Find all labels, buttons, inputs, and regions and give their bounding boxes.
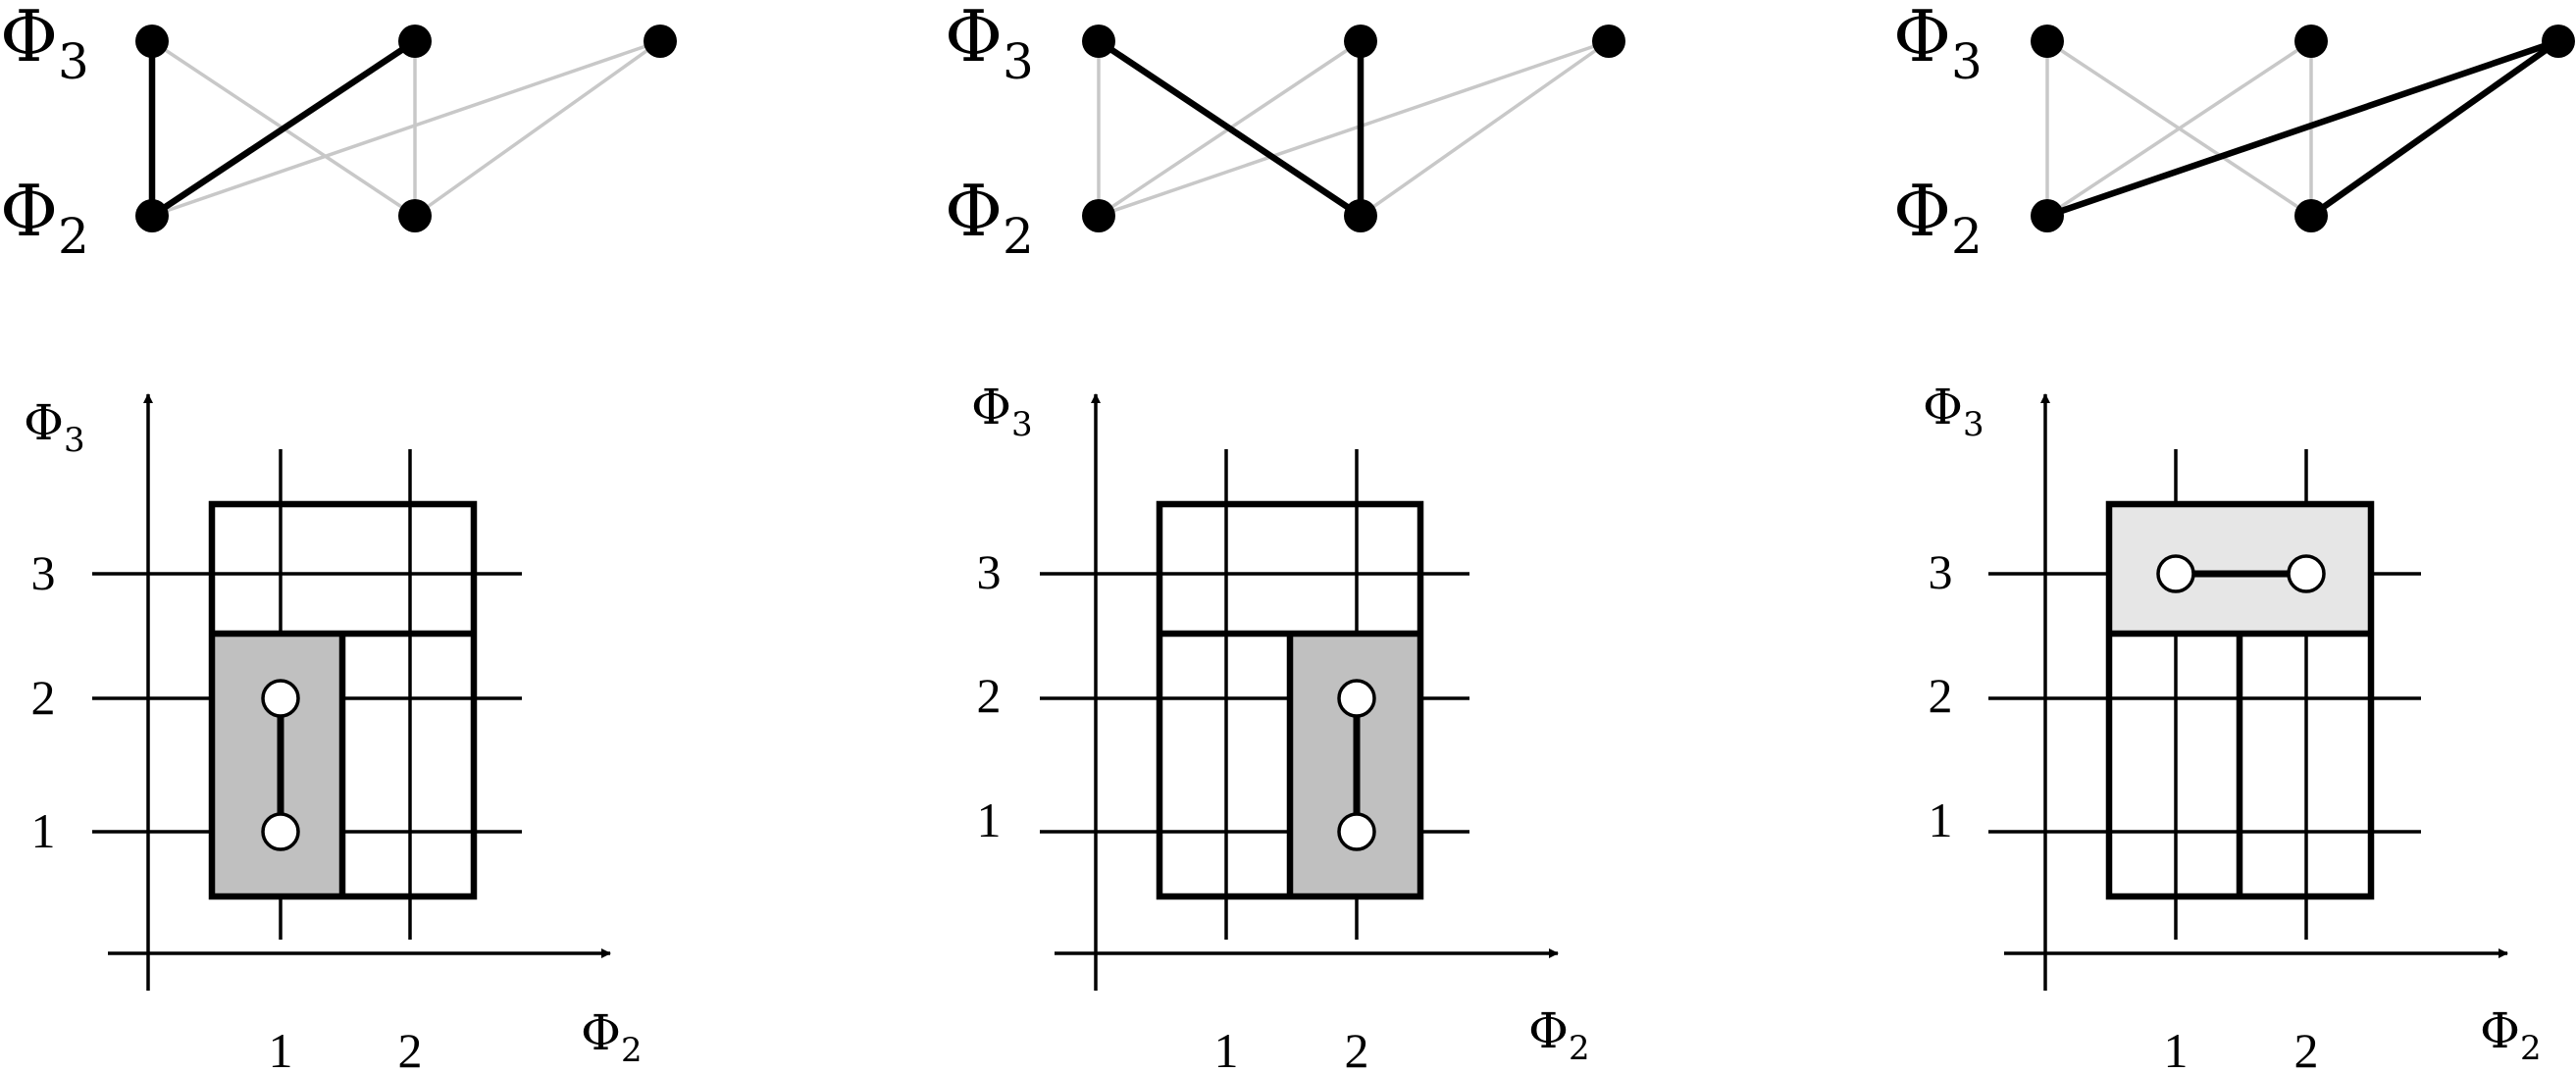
panel-2-graph-label-top: Φ3 bbox=[945, 0, 1034, 90]
panel-2-y-tick-1: 1 bbox=[977, 792, 1002, 847]
panel-3-graph-nodes bbox=[2031, 25, 2575, 232]
panel-2-x-tick-2: 2 bbox=[1345, 1023, 1369, 1073]
panel-3-x-axis-label: Φ2 bbox=[2480, 1002, 2542, 1068]
panel-1-y-tick-3: 3 bbox=[31, 545, 56, 600]
panel-1-marker-pair bbox=[261, 679, 300, 851]
panel-3-axes bbox=[2004, 393, 2508, 991]
panel-2-x-axis-label: Φ2 bbox=[1528, 1002, 1590, 1068]
panel-3: Φ3 Φ2 bbox=[1893, 0, 2575, 1073]
panel-2-marker-pair bbox=[1337, 679, 1376, 851]
panel-3-y-tick-2: 2 bbox=[1929, 668, 1953, 723]
panel-1-faint-edges bbox=[151, 39, 662, 218]
panel-1-blocks bbox=[208, 500, 478, 900]
panel-1-graph-label-top: Φ3 bbox=[0, 0, 89, 90]
panel-3-x-tick-2: 2 bbox=[2294, 1023, 2319, 1073]
panel-2-faint-edges bbox=[1097, 39, 1611, 218]
panel-1-axes bbox=[108, 393, 611, 991]
panel-3-graph-label-bottom: Φ2 bbox=[1893, 170, 1983, 265]
panel-3-bold-edges bbox=[2045, 37, 2560, 220]
panel-3-faint-edges bbox=[2045, 39, 2313, 218]
panel-2-y-tick-2: 2 bbox=[977, 668, 1002, 723]
panel-2-graph-nodes bbox=[1082, 25, 1625, 232]
panel-3-y-tick-3: 3 bbox=[1929, 544, 1953, 599]
panel-2-axes bbox=[1055, 393, 1559, 991]
panel-1-y-tick-1: 1 bbox=[31, 803, 56, 858]
panel-1-y-tick-2: 2 bbox=[31, 670, 56, 725]
panel-2-x-tick-1: 1 bbox=[1214, 1023, 1239, 1073]
panel-3-highlight-cell bbox=[2109, 504, 2371, 634]
panel-2: Φ3 Φ2 bbox=[945, 0, 1625, 1073]
panel-1: Φ3 Φ2 bbox=[0, 0, 677, 1073]
panel-2-y-tick-3: 3 bbox=[977, 544, 1002, 599]
panel-1-graph: Φ3 Φ2 bbox=[0, 0, 677, 265]
panel-3-x-tick-1: 1 bbox=[2164, 1023, 2189, 1073]
panel-3-grid: Φ3 Φ2 1 2 1 2 3 bbox=[1923, 379, 2542, 1073]
panel-2-graph: Φ3 Φ2 bbox=[945, 0, 1625, 265]
panel-1-x-tick-2: 2 bbox=[398, 1023, 423, 1073]
panel-3-y-axis-label: Φ3 bbox=[1923, 379, 1984, 444]
panel-1-graph-label-bottom: Φ2 bbox=[0, 170, 89, 265]
panel-2-grid: Φ3 Φ2 1 2 1 2 3 bbox=[971, 379, 1590, 1073]
panel-3-graph: Φ3 Φ2 bbox=[1893, 0, 2575, 265]
panel-1-x-axis-label: Φ2 bbox=[581, 1004, 643, 1070]
panel-1-y-axis-label: Φ3 bbox=[24, 394, 85, 460]
panel-2-bold-edges bbox=[1097, 38, 1365, 219]
panel-3-blocks bbox=[2105, 500, 2375, 900]
panel-3-marker-pair bbox=[2156, 554, 2326, 593]
panel-2-y-axis-label: Φ3 bbox=[971, 379, 1033, 444]
panel-3-y-tick-1: 1 bbox=[1929, 792, 1953, 847]
panel-1-graph-nodes bbox=[135, 25, 677, 232]
panel-3-graph-label-top: Φ3 bbox=[1893, 0, 1983, 90]
panel-1-bold-edges bbox=[148, 38, 417, 219]
panel-2-blocks bbox=[1156, 500, 1424, 900]
panel-2-graph-label-bottom: Φ2 bbox=[945, 170, 1034, 265]
panel-1-grid: Φ3 Φ2 1 2 1 2 3 bbox=[24, 393, 643, 1073]
panel-1-x-tick-1: 1 bbox=[269, 1023, 293, 1073]
